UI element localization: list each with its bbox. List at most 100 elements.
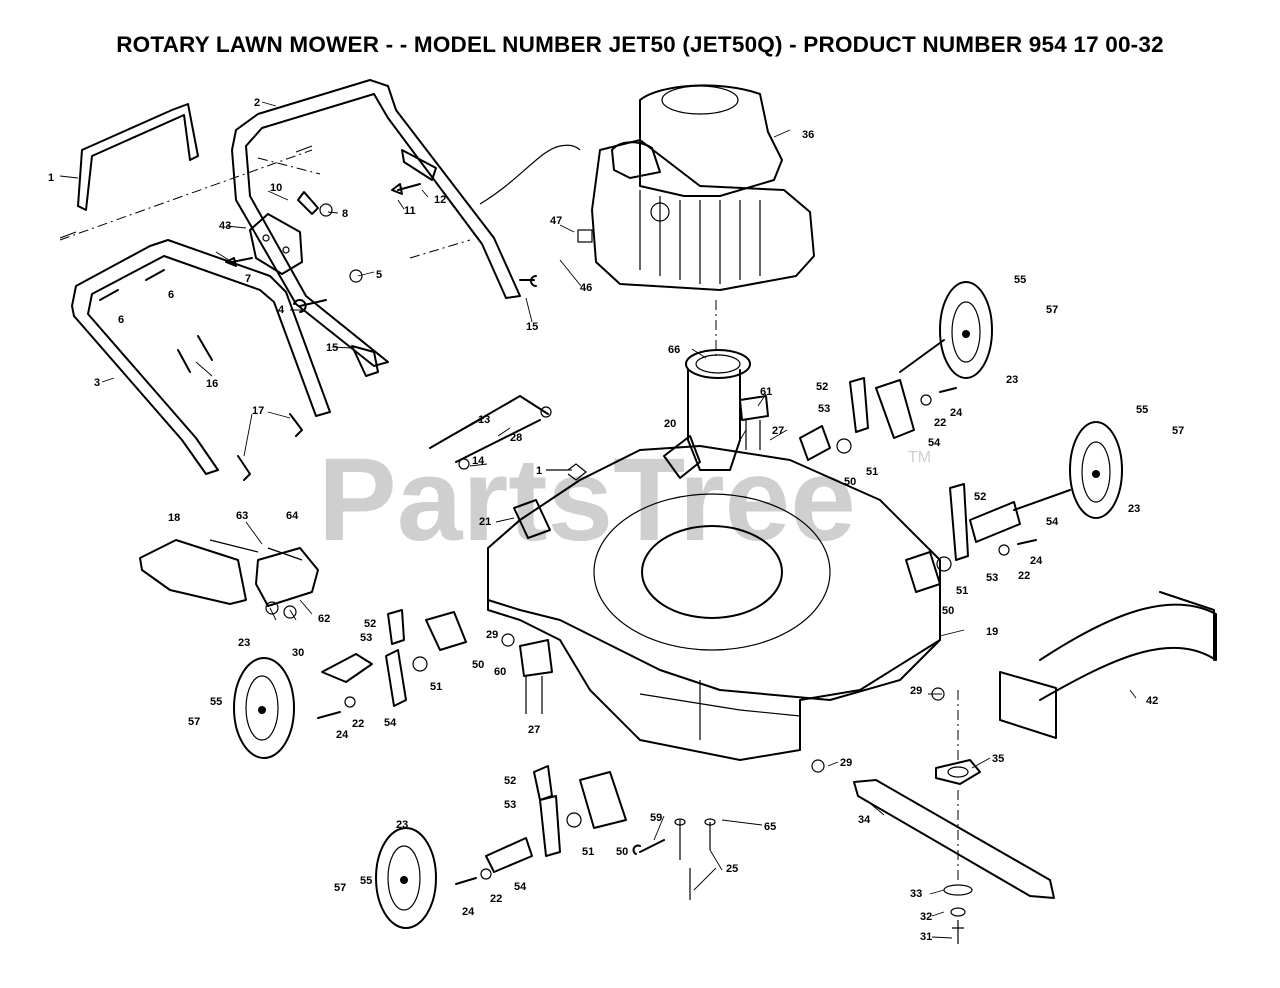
callout-51b: 51 xyxy=(956,585,968,597)
callout-25: 25 xyxy=(726,863,738,875)
callout-22b: 22 xyxy=(1018,570,1030,582)
callout-29c: 29 xyxy=(840,757,852,769)
blade-assembly[interactable] xyxy=(853,690,1055,944)
callout-52d: 52 xyxy=(504,775,516,787)
rear-flap[interactable] xyxy=(999,591,1217,739)
callout-60: 60 xyxy=(494,666,506,678)
callout-19: 19 xyxy=(986,626,998,638)
callout-57d: 57 xyxy=(334,882,346,894)
callout-15b: 15 xyxy=(326,342,338,354)
callout-23c: 23 xyxy=(238,637,250,649)
callout-22c: 22 xyxy=(352,718,364,730)
watermark-trademark: TM xyxy=(908,449,931,466)
callout-4: 4 xyxy=(278,304,285,316)
callout-29a: 29 xyxy=(486,629,498,641)
callout-52b: 52 xyxy=(974,491,986,503)
control-link-rods[interactable] xyxy=(429,395,552,470)
callout-8: 8 xyxy=(342,208,348,220)
callout-22a: 22 xyxy=(934,417,946,429)
wheel-front-right[interactable] xyxy=(1069,421,1123,519)
callout-42: 42 xyxy=(1146,695,1158,707)
discharge-chute[interactable] xyxy=(139,539,319,619)
callout-5: 5 xyxy=(376,269,382,281)
upper-handle-bar[interactable] xyxy=(59,103,313,241)
callout-55d: 55 xyxy=(360,875,372,887)
control-cable xyxy=(479,144,581,205)
height-adjuster-rear-right[interactable] xyxy=(799,339,957,461)
callout-1b: 1 xyxy=(536,465,542,477)
callout-57c: 57 xyxy=(188,716,200,728)
callout-50a: 50 xyxy=(844,476,856,488)
callout-59: 59 xyxy=(650,812,662,824)
upper-handle[interactable] xyxy=(231,79,521,367)
callout-55a: 55 xyxy=(1014,274,1026,286)
callout-54c: 54 xyxy=(384,717,397,729)
height-adjuster-rear-left[interactable] xyxy=(317,609,467,719)
callout-50b: 50 xyxy=(942,605,954,617)
callout-53b: 53 xyxy=(986,572,998,584)
spring-pins[interactable] xyxy=(177,335,303,481)
engine-adapter-ring[interactable] xyxy=(685,349,751,379)
callout-7: 7 xyxy=(245,273,251,285)
height-adjuster-front-right[interactable] xyxy=(905,483,1071,593)
callout-52c: 52 xyxy=(364,618,376,630)
callout-57a: 57 xyxy=(1046,304,1058,316)
callout-51d: 51 xyxy=(582,846,594,858)
callout-51c: 51 xyxy=(430,681,442,693)
callout-30: 30 xyxy=(292,647,304,659)
height-adjuster-front-left[interactable] xyxy=(455,765,627,885)
callout-24d: 24 xyxy=(462,906,475,918)
callout-43: 43 xyxy=(219,220,231,232)
callout-24c: 24 xyxy=(336,729,349,741)
callout-leaders xyxy=(59,101,1137,939)
callout-23d: 23 xyxy=(396,819,408,831)
page-title: ROTARY LAWN MOWER - - MODEL NUMBER JET50… xyxy=(116,32,1164,57)
deck-hardware[interactable] xyxy=(501,395,945,900)
lower-handle[interactable] xyxy=(71,239,331,475)
wheel-rear-right[interactable] xyxy=(939,281,993,379)
engine[interactable] xyxy=(577,84,815,291)
callout-36: 36 xyxy=(802,129,814,141)
callout-15a: 15 xyxy=(526,321,538,333)
mower-deck[interactable] xyxy=(487,369,941,761)
callout-6b: 6 xyxy=(168,289,174,301)
callout-54b: 54 xyxy=(1046,516,1059,528)
callout-1b-pointer xyxy=(546,463,587,481)
callout-54a: 54 xyxy=(928,437,941,449)
callout-24b: 24 xyxy=(1030,555,1043,567)
callout-33: 33 xyxy=(910,888,922,900)
callout-3: 3 xyxy=(94,377,100,389)
callout-16: 16 xyxy=(206,378,218,390)
callout-53a: 53 xyxy=(818,403,830,415)
callout-62: 62 xyxy=(318,613,330,625)
bolt-cluster[interactable] xyxy=(99,149,537,377)
callout-27b: 27 xyxy=(528,724,540,736)
callout-63: 63 xyxy=(236,510,248,522)
callout-18: 18 xyxy=(168,512,180,524)
callout-13: 13 xyxy=(478,414,490,426)
wheel-rear-left[interactable] xyxy=(233,657,295,759)
callout-24a: 24 xyxy=(950,407,963,419)
callout-22d: 22 xyxy=(490,893,502,905)
callout-35: 35 xyxy=(992,753,1004,765)
callout-34: 34 xyxy=(858,814,871,826)
callout-64: 64 xyxy=(286,510,299,522)
callout-52a: 52 xyxy=(816,381,828,393)
callout-65: 65 xyxy=(764,821,776,833)
wheel-front-left[interactable] xyxy=(375,827,437,929)
callout-50d: 50 xyxy=(616,846,628,858)
callout-17: 17 xyxy=(252,405,264,417)
handle-bracket[interactable] xyxy=(249,213,303,275)
callout-23b: 23 xyxy=(1128,503,1140,515)
callout-51a: 51 xyxy=(866,466,878,478)
callout-61: 61 xyxy=(760,386,772,398)
callout-53d: 53 xyxy=(504,799,516,811)
callout-55b: 55 xyxy=(1136,404,1148,416)
callout-28: 28 xyxy=(510,432,522,444)
callout-2: 2 xyxy=(254,97,260,109)
callout-14: 14 xyxy=(472,455,485,467)
callout-47: 47 xyxy=(550,215,562,227)
callout-11: 11 xyxy=(404,205,416,217)
